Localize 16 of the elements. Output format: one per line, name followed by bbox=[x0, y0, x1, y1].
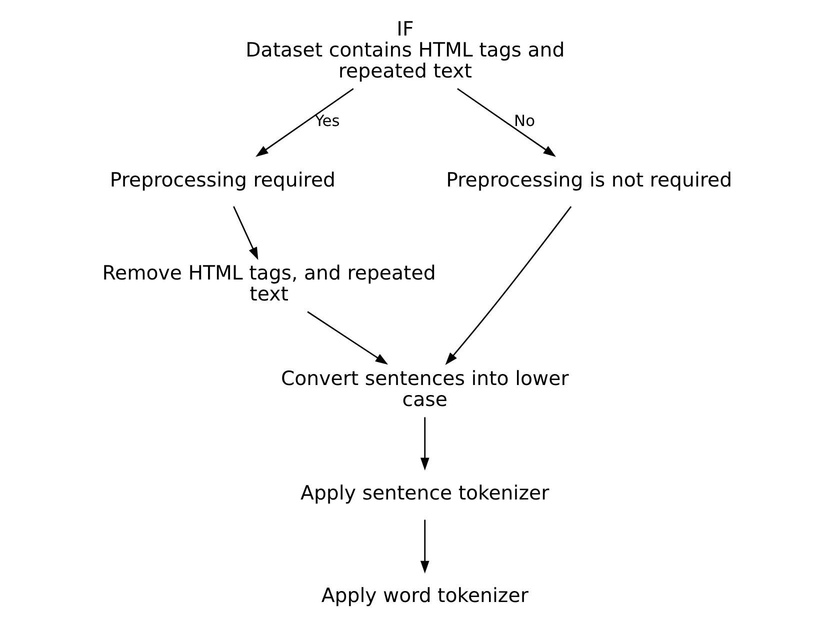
arrow bbox=[420, 417, 430, 470]
node-text: Convert sentences into lower case bbox=[280, 366, 569, 412]
edge-label: No bbox=[514, 112, 536, 130]
arrow bbox=[307, 311, 388, 365]
arrow bbox=[256, 88, 354, 157]
node-text: Preprocessing required bbox=[110, 168, 336, 192]
node-text: Remove HTML tags, and repeated text bbox=[102, 262, 436, 306]
node-text: Preprocessing is not required bbox=[446, 168, 732, 192]
arrow bbox=[420, 520, 430, 574]
arrow bbox=[457, 88, 556, 157]
node-text: Apply word tokenizer bbox=[321, 584, 528, 607]
edge-label: Yes bbox=[314, 112, 340, 130]
arrow bbox=[233, 206, 258, 260]
node-text: Apply sentence tokenizer bbox=[300, 481, 550, 504]
arrow bbox=[445, 206, 572, 365]
node-text: IF Dataset contains HTML tags and repeated text bbox=[246, 17, 565, 82]
